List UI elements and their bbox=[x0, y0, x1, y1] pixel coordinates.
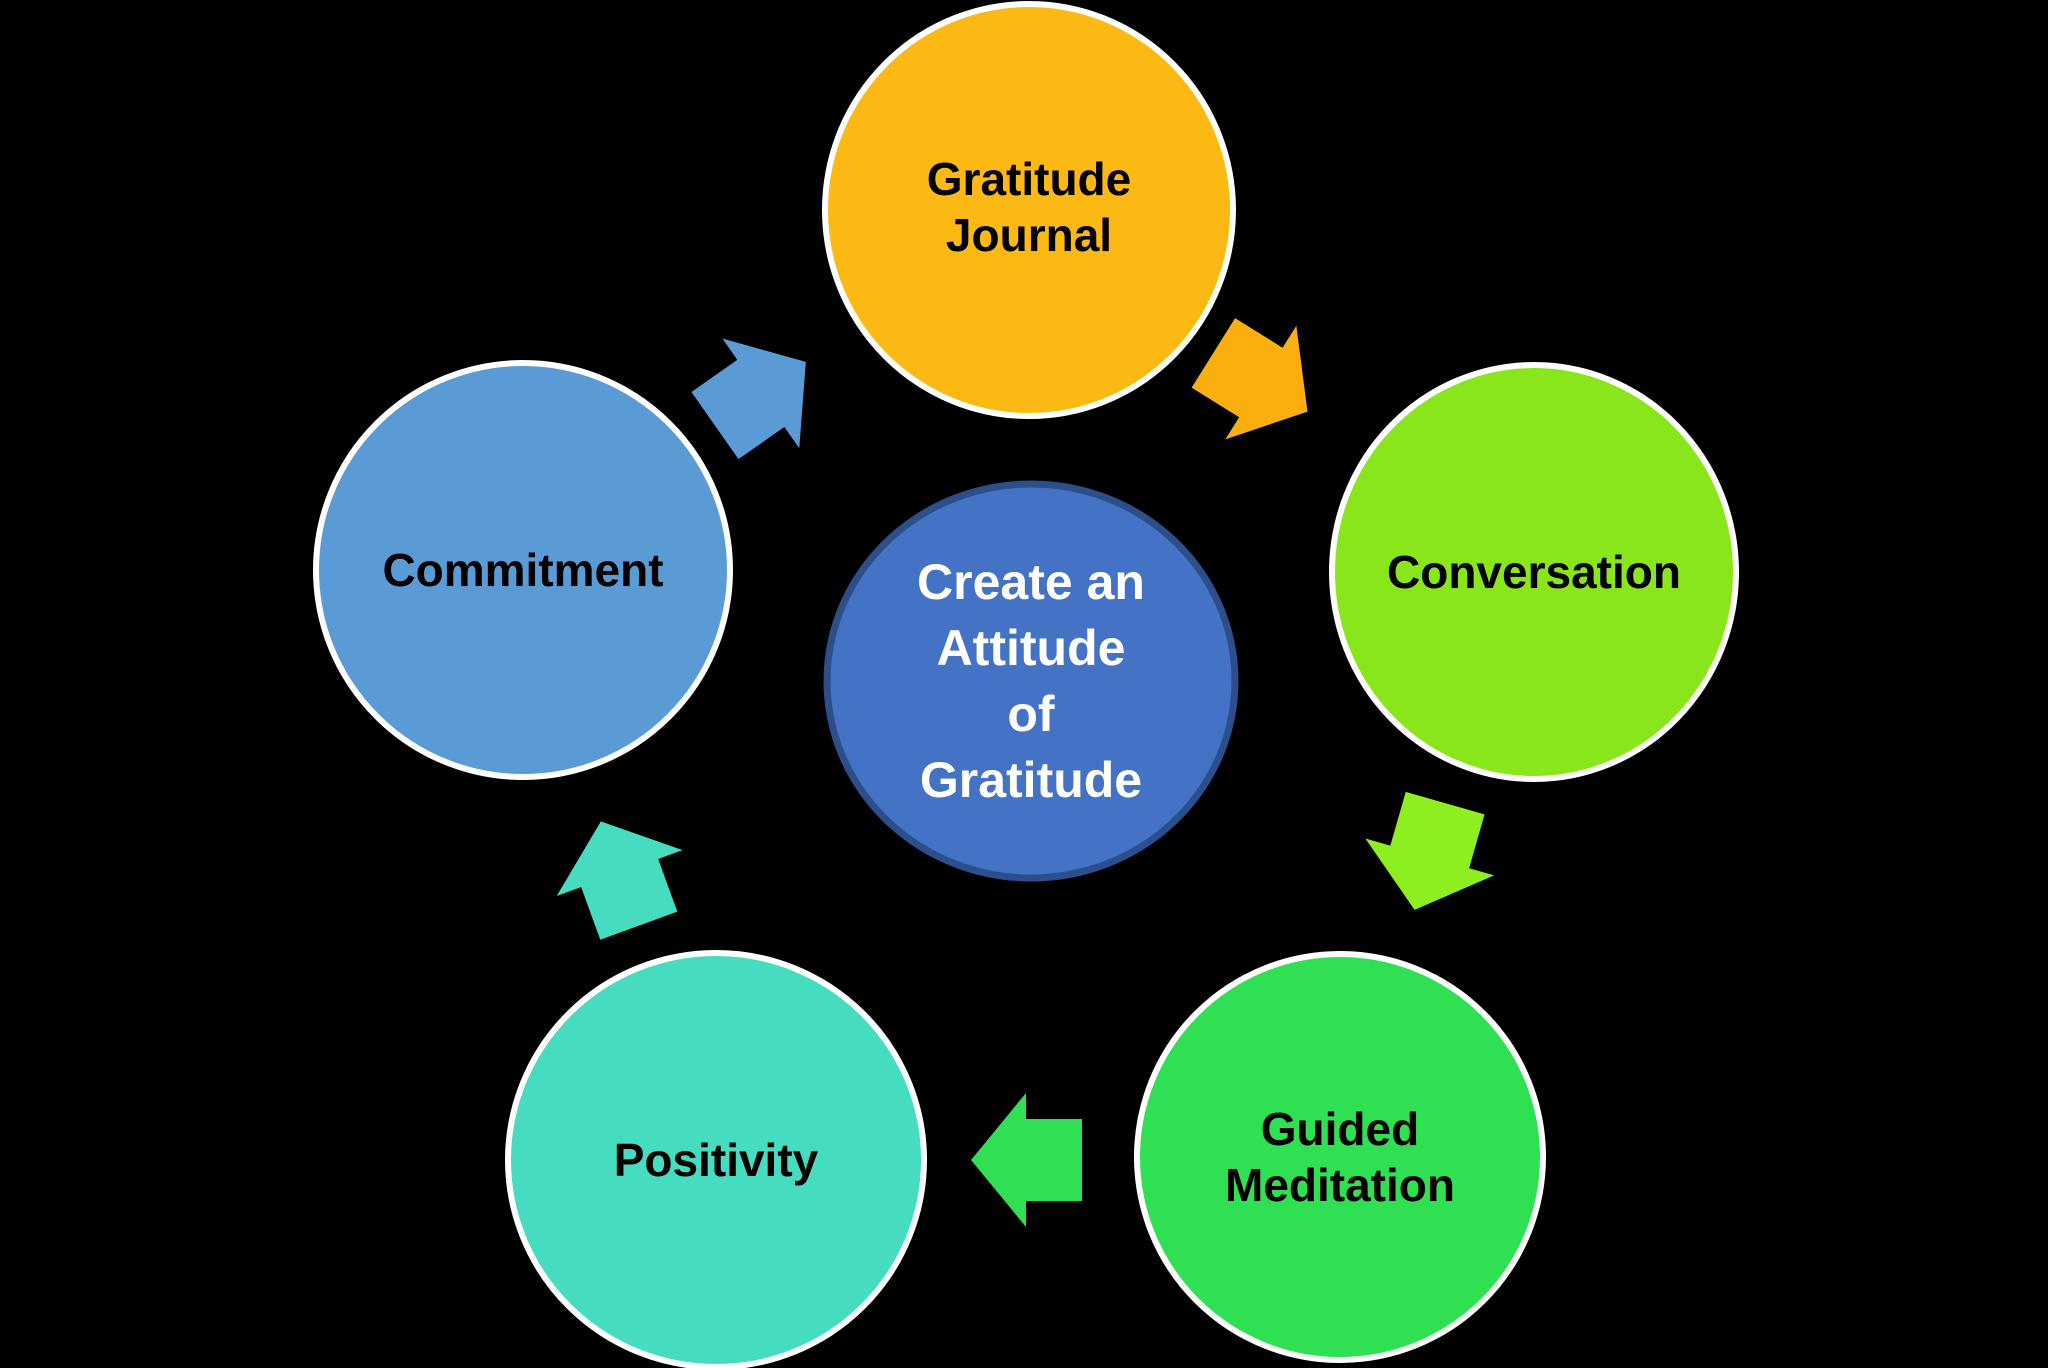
gratitude-journal-label: Gratitude Journal bbox=[926, 152, 1132, 261]
arrow-positivity-to-commitment-icon bbox=[556, 821, 683, 940]
gratitude-journal-circle bbox=[822, 1, 1236, 419]
center-title-line-1: Create an bbox=[917, 554, 1145, 610]
center-title: Create an Attitude of Gratitude bbox=[881, 549, 1181, 813]
conversation-label: Conversation bbox=[1387, 545, 1681, 598]
guided-meditation-circle bbox=[1134, 951, 1546, 1363]
commitment-label: Commitment bbox=[382, 543, 664, 596]
center-title-line-2: Attitude bbox=[936, 620, 1126, 676]
positivity-label: Positivity bbox=[613, 1133, 819, 1186]
arrow-guided-to-positivity-icon bbox=[971, 1093, 1082, 1227]
arrow-gratitude-to-conversation-icon bbox=[1191, 318, 1308, 440]
arrow-commitment-to-gratitude-icon bbox=[691, 338, 806, 460]
conversation-circle bbox=[1329, 362, 1739, 782]
positivity-circle bbox=[505, 950, 927, 1368]
guided-meditation-label: Guided Meditation bbox=[1225, 1102, 1455, 1211]
center-title-line-3: of bbox=[1007, 686, 1055, 742]
arrow-conversation-to-guided-icon bbox=[1365, 791, 1495, 910]
center-circle bbox=[823, 480, 1239, 882]
commitment-circle bbox=[313, 360, 733, 780]
center-title-line-4: Gratitude bbox=[919, 752, 1143, 808]
